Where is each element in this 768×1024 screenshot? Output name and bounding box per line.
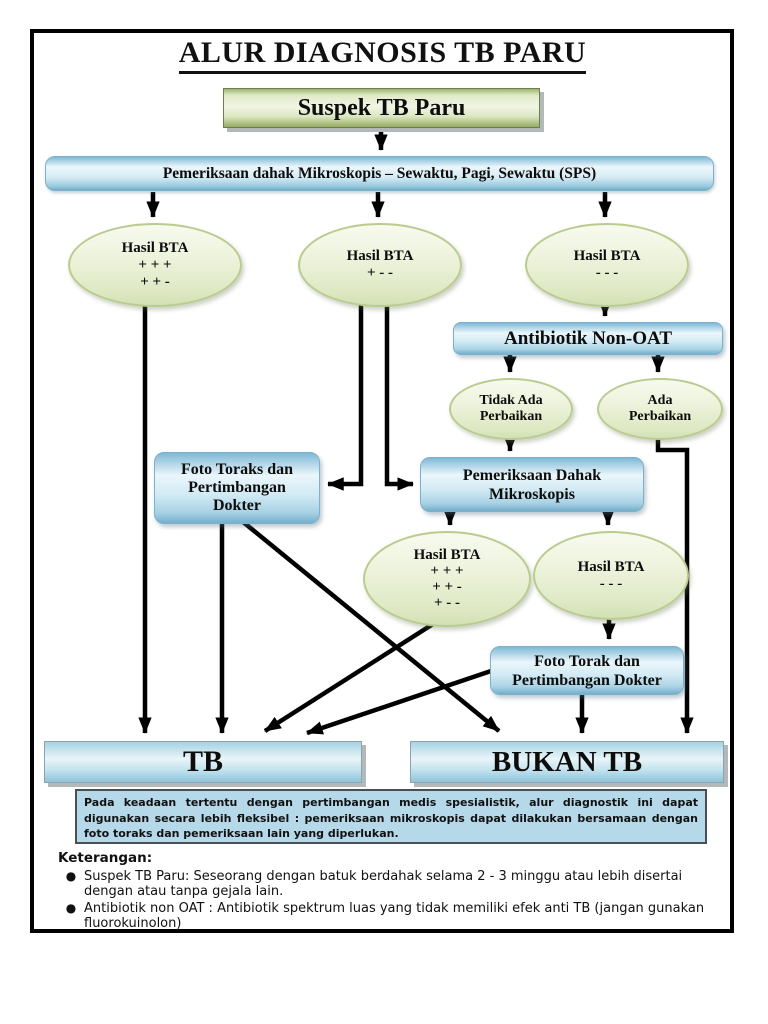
keterangan-heading: Keterangan: — [58, 850, 153, 866]
node-hasil-bta-4: Hasil BTA + + + + + - + - - — [363, 531, 531, 627]
node-tb: TB — [44, 741, 362, 783]
node-hasil-bta-5: Hasil BTA - - - — [533, 531, 689, 620]
bullet-icon: ● — [65, 869, 77, 883]
node-suspek-tb-paru: Suspek TB Paru — [223, 88, 540, 128]
node-pemeriksaan-dahak-mikroskopis: Pemeriksaan Dahak Mikroskopis — [420, 457, 644, 512]
node-tidak-ada-perbaikan: Tidak Ada Perbaikan — [449, 378, 573, 440]
node-hasil-bta-1: Hasil BTA + + + + + - — [68, 223, 242, 307]
node-foto-torak-pertimbangan-dokter-2: Foto Torak dan Pertimbangan Dokter — [490, 646, 684, 695]
node-suspek-label: Suspek TB Paru — [297, 94, 466, 121]
node-pemeriksaan-sps: Pemeriksaan dahak Mikroskopis – Sewaktu,… — [45, 156, 714, 191]
node-hasil-bta-3: Hasil BTA - - - — [525, 223, 689, 307]
note-box: Pada keadaan tertentu dengan pertimbanga… — [75, 789, 707, 844]
bullet-icon: ● — [65, 901, 77, 915]
node-ada-perbaikan: Ada Perbaikan — [597, 378, 723, 440]
node-antibiotik-non-oat: Antibiotik Non-OAT — [453, 322, 723, 355]
node-foto-toraks-pertimbangan-dokter-1: Foto Toraks dan Pertimbangan Dokter — [154, 452, 320, 524]
keterangan-item: ● Antibiotik non OAT : Antibiotik spektr… — [58, 901, 710, 931]
note-text: Pada keadaan tertentu dengan pertimbanga… — [84, 796, 698, 840]
node-hasil-bta-2: Hasil BTA + - - — [298, 223, 462, 307]
page-title: ALUR DIAGNOSIS TB PARU — [31, 36, 734, 74]
node-bukan-tb: BUKAN TB — [410, 741, 724, 783]
keterangan-section: Keterangan: ● Suspek TB Paru: Seseorang … — [58, 850, 710, 931]
node-sps-label: Pemeriksaan dahak Mikroskopis – Sewaktu,… — [162, 164, 597, 182]
keterangan-item: ● Suspek TB Paru: Seseorang dengan batuk… — [58, 869, 710, 899]
